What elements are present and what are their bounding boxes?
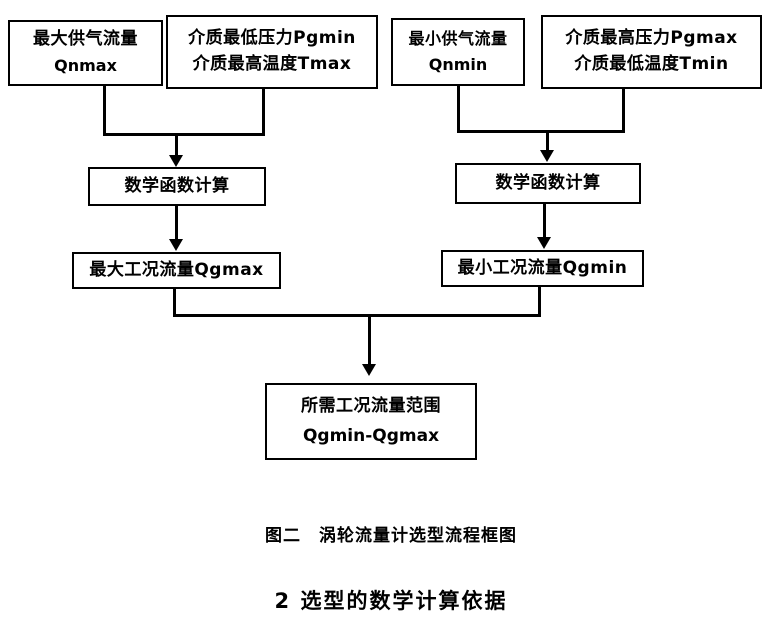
node-min-working-flow: 最小工况流量Qgmin: [441, 250, 644, 287]
node-qgmin-label: 最小工况流量Qgmin: [457, 257, 628, 278]
connector-qgmin-drop: [538, 287, 541, 317]
connector-pgmin-tmax-drop: [262, 89, 265, 136]
arrow-into-range: [362, 364, 376, 376]
arrow-into-math-left: [169, 155, 183, 167]
node-pgmin-tmax-line1: 介质最低压力Pgmin: [188, 28, 356, 49]
node-qnmax-line1: 最大供气流量: [33, 29, 138, 50]
figure-caption: 图二 涡轮流量计选型流程框图: [265, 526, 517, 546]
node-max-working-flow: 最大工况流量Qgmax: [72, 252, 281, 289]
node-max-pressure-min-temp: 介质最高压力Pgmax 介质最低温度Tmin: [541, 15, 762, 89]
section-heading: 2 选型的数学计算依据: [274, 589, 508, 613]
connector-bottom-stem: [368, 314, 371, 366]
connector-pgmax-tmin-drop: [622, 89, 625, 133]
node-pgmax-tmin-line2: 介质最低温度Tmin: [574, 54, 729, 74]
connector-math-left-to-qgmax: [175, 206, 178, 240]
node-math-right-label: 数学函数计算: [495, 172, 601, 193]
arrow-into-qgmin: [537, 237, 551, 249]
node-math-function-calc-left: 数学函数计算: [88, 167, 266, 206]
node-required-working-flow-range: 所需工况流量范围 Qgmin-Qgmax: [265, 383, 477, 460]
connector-right-join-bar: [457, 130, 625, 133]
node-math-function-calc-right: 数学函数计算: [455, 163, 641, 204]
node-min-pressure-max-temp: 介质最低压力Pgmin 介质最高温度Tmax: [166, 15, 378, 89]
connector-left-join-bar: [103, 133, 265, 136]
node-qnmin-line2: Qnmin: [428, 54, 488, 74]
node-pgmin-tmax-line2: 介质最高温度Tmax: [192, 54, 352, 74]
node-qnmin-line1: 最小供气流量: [408, 29, 508, 49]
arrow-into-qgmax: [169, 239, 183, 251]
node-qnmax-line2: Qnmax: [54, 56, 117, 76]
connector-qgmax-drop: [173, 289, 176, 317]
node-range-line1: 所需工况流量范围: [301, 395, 441, 416]
arrow-into-math-right: [540, 150, 554, 162]
node-range-line2: Qgmin-Qgmax: [302, 425, 440, 446]
connector-qnmin-drop: [457, 86, 460, 133]
node-min-gas-supply-flow: 最小供气流量 Qnmin: [391, 18, 525, 86]
connector-math-right-to-qgmin: [543, 204, 546, 238]
connector-left-stem: [175, 133, 178, 157]
node-max-gas-supply-flow: 最大供气流量 Qnmax: [8, 20, 163, 86]
connector-right-stem: [546, 130, 549, 152]
node-pgmax-tmin-line1: 介质最高压力Pgmax: [565, 28, 738, 49]
node-qgmax-label: 最大工况流量Qgmax: [89, 259, 264, 280]
connector-qnmax-drop: [103, 86, 106, 136]
node-math-left-label: 数学函数计算: [124, 175, 230, 196]
connector-bottom-join-bar: [173, 314, 541, 317]
